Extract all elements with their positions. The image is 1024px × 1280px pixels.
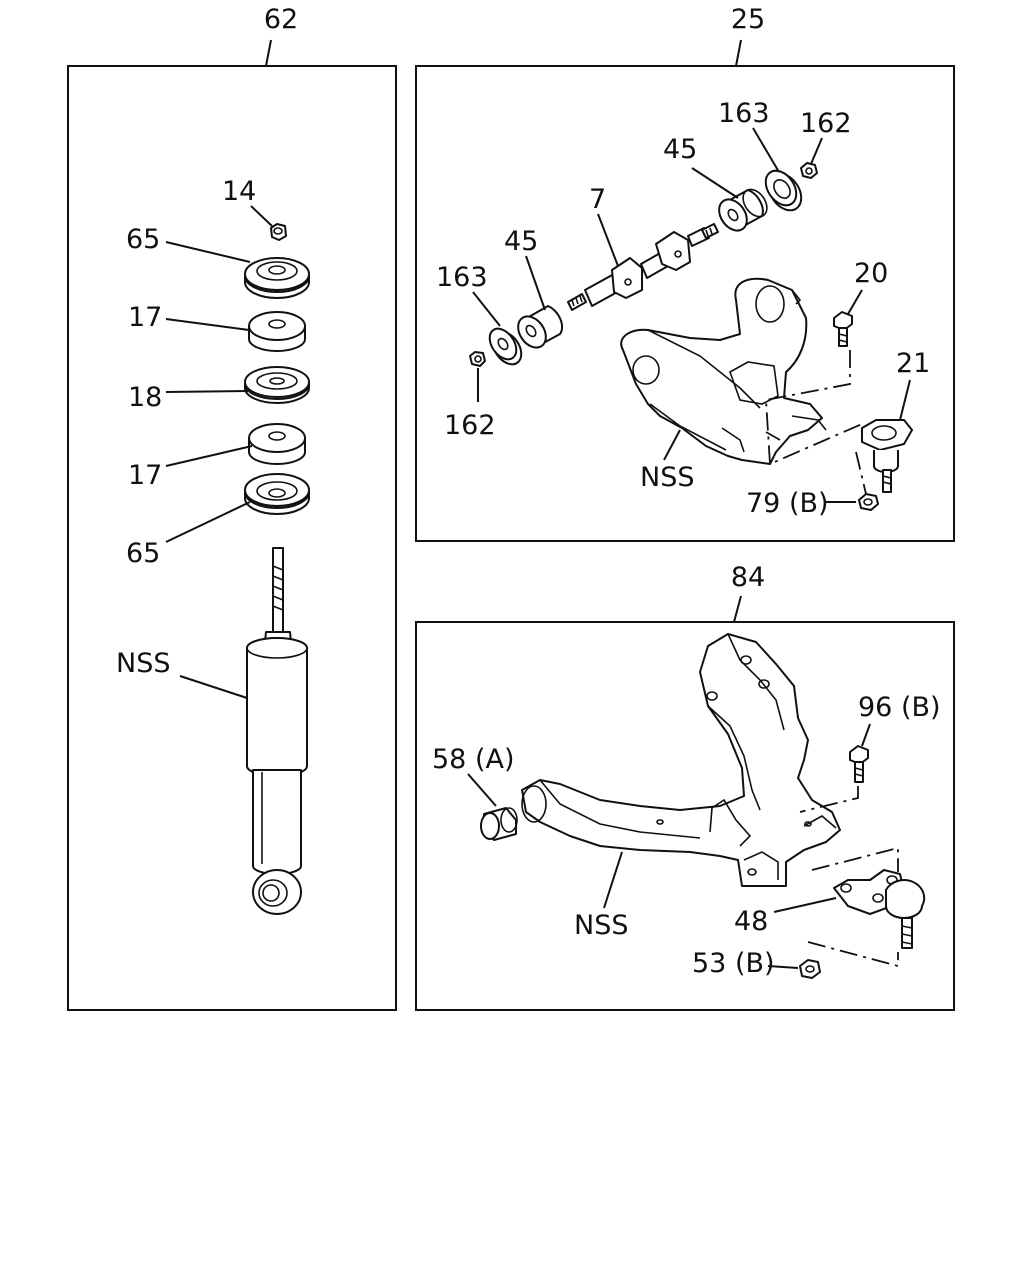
- upper-nut-b-part[interactable]: [858, 493, 879, 511]
- lower-label-bushing[interactable]: 58 (A): [432, 744, 514, 775]
- lower-bolt-part[interactable]: [849, 745, 869, 783]
- upper-label-nut-b[interactable]: 79 (B): [746, 488, 829, 519]
- lower-bushing-part[interactable]: [480, 807, 518, 841]
- shock-rubber-lower-part[interactable]: [248, 423, 306, 465]
- lower-label-ball-joint[interactable]: 48: [734, 906, 768, 937]
- lower-nut-part[interactable]: [799, 959, 821, 979]
- upper-label-shaft[interactable]: 7: [589, 184, 606, 215]
- shock-label-nut[interactable]: 14: [222, 176, 256, 207]
- upper-label-ball-joint[interactable]: 21: [896, 348, 930, 379]
- shock-absorber-part[interactable]: [246, 547, 308, 915]
- upper-label-bush-right[interactable]: 45: [663, 134, 697, 165]
- shock-cushion-bottom-part[interactable]: [244, 473, 310, 515]
- shock-cushion-top-part[interactable]: [244, 257, 310, 299]
- upper-panel-ref[interactable]: 25: [731, 4, 765, 35]
- upper-ball-joint-part[interactable]: [861, 419, 913, 493]
- upper-arm-part[interactable]: [620, 277, 827, 465]
- lower-panel-ref[interactable]: 84: [731, 562, 765, 593]
- lower-panel-leader: [733, 595, 742, 623]
- upper-label-bush-left[interactable]: 45: [504, 226, 538, 257]
- upper-label-washer-right[interactable]: 163: [718, 98, 770, 129]
- shock-label-plate[interactable]: 18: [128, 382, 162, 413]
- upper-washer-left-part[interactable]: [484, 324, 527, 370]
- shock-panel-leader: [265, 39, 272, 67]
- lower-arm-panel: 84 58 (A) NSS: [415, 562, 955, 1011]
- upper-label-arm[interactable]: NSS: [640, 462, 694, 493]
- lower-arm-part[interactable]: [521, 633, 841, 887]
- upper-shaft-part[interactable]: [567, 223, 719, 311]
- upper-nut-left-part[interactable]: [469, 351, 486, 367]
- shock-label-cushion-top[interactable]: 65: [126, 224, 160, 255]
- shock-label-absorber[interactable]: NSS: [116, 648, 170, 679]
- upper-label-washer-left[interactable]: 163: [436, 262, 488, 293]
- shock-label-rubber-lower[interactable]: 17: [128, 460, 162, 491]
- upper-bolt-part[interactable]: [833, 311, 853, 347]
- upper-label-bolt[interactable]: 20: [854, 258, 888, 289]
- shock-panel-frame: [67, 65, 397, 1011]
- upper-bush-left-part[interactable]: [512, 305, 564, 353]
- shock-rubber-upper-part[interactable]: [248, 311, 306, 352]
- shock-panel: 62 14 65 17: [67, 4, 397, 1011]
- shock-label-cushion-bottom[interactable]: 65: [126, 538, 160, 569]
- upper-nut-right-part[interactable]: [800, 162, 818, 179]
- lower-label-nut[interactable]: 53 (B): [692, 948, 775, 979]
- shock-nut-part[interactable]: [270, 223, 287, 241]
- lower-label-bolt[interactable]: 96 (B): [858, 692, 941, 723]
- lower-ball-joint-part[interactable]: [833, 869, 926, 949]
- upper-bush-right-part[interactable]: [713, 185, 771, 236]
- upper-label-nut-left[interactable]: 162: [444, 410, 496, 441]
- upper-label-nut-right[interactable]: 162: [800, 108, 852, 139]
- shock-label-rubber-upper[interactable]: 17: [128, 302, 162, 333]
- upper-panel-frame: [415, 65, 955, 542]
- lower-label-arm[interactable]: NSS: [574, 910, 628, 941]
- upper-arm-panel: 25 162 163 45: [415, 4, 955, 542]
- upper-washer-right-part[interactable]: [759, 165, 807, 216]
- lower-assembly-line: [799, 786, 859, 813]
- shock-plate-part[interactable]: [244, 366, 310, 404]
- upper-panel-leader: [735, 39, 742, 67]
- shock-panel-ref[interactable]: 62: [264, 4, 298, 35]
